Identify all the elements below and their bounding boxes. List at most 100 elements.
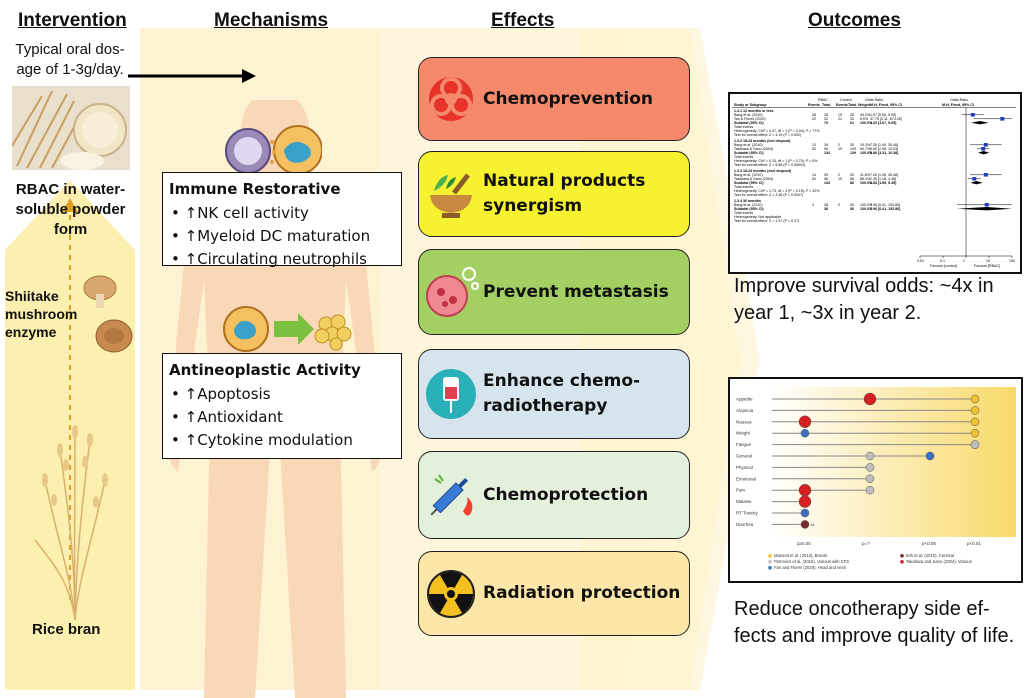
forest-cell: 7.26 [1.49, 35.46] <box>870 143 898 147</box>
immune-restorative-title: Immune Restorative <box>169 180 341 198</box>
chart-legend-entry: Itoh et al. (2015), Cervical <box>906 553 954 558</box>
forest-cell: 21 <box>838 117 842 121</box>
effect-label: Chemoprevention <box>483 88 654 109</box>
antineo-item: ↑Cytokine modulation <box>171 429 401 452</box>
chart-category-label: Fatigue <box>736 442 752 447</box>
header-effects: Effects <box>491 10 555 31</box>
antineo-item: ↑Antioxidant <box>171 406 401 429</box>
forest-point <box>983 173 988 177</box>
dosage-arrow <box>128 69 256 83</box>
chart-point <box>970 428 980 438</box>
forest-subtotal-cell: 2.83 [1.55, 5.35] <box>870 181 896 185</box>
forest-note: Heterogeneity: Not applicable <box>734 215 781 219</box>
side-effects-chart-svg: AppetiteAlopeciaNauseaWeightFatigueGener… <box>736 387 1016 570</box>
chart-point <box>798 495 812 508</box>
chart-point <box>865 474 875 484</box>
forest-note: Total events <box>734 125 753 129</box>
forest-subgroup-title: 1.3.3 18-24 months (excl dropout) <box>734 169 792 173</box>
chart-point <box>970 406 980 415</box>
effect-chemoprevention: Chemoprevention <box>418 57 690 141</box>
forest-subtotal-cell: Subtotal (95% CI) <box>734 207 764 211</box>
forest-cell: 7.96 [0.41, 153.86] <box>870 203 900 207</box>
forest-col-header: M-H, Fixed, 95% CI <box>870 103 902 107</box>
forest-tick-label: 100 <box>1009 259 1015 263</box>
radiation-icon <box>419 564 483 624</box>
chart-point <box>970 394 980 404</box>
chart-x-label: p≥0.05 <box>797 541 811 546</box>
forest-cell: 6.0% <box>860 117 869 121</box>
cancer-cell-icon <box>419 262 483 322</box>
enzyme-text: Shiitake mushroom enzyme <box>5 288 78 340</box>
syringe-icon <box>419 465 483 525</box>
forest-cell: Bang et al. (2010) <box>734 113 763 117</box>
chart-category-label: Appetite <box>736 397 753 402</box>
forest-cell: 52 <box>812 147 816 151</box>
quality-outcome-text: Reduce oncotherapy side ef-fects and imp… <box>734 598 1015 647</box>
forest-note: Test for overall effect: Z = 3.38 (P = 0… <box>734 193 803 197</box>
forest-subtotal-cell: 100.0% <box>860 121 873 125</box>
immune-restorative-box: Immune Restorative ↑NK cell activity ↑My… <box>162 172 402 268</box>
forest-cell: Takahara & Sano (2004) <box>734 147 773 151</box>
forest-subtotal-cell: Subtotal (95% CI) <box>734 181 764 185</box>
forest-subtotal-cell: 134 <box>824 181 830 185</box>
chart-legend-swatch <box>900 560 904 564</box>
forest-cell: Bang et al. (2010) <box>734 203 763 207</box>
chart-category-label: General <box>736 454 752 459</box>
chart-point <box>865 485 875 495</box>
effect-label: Chemoprotection <box>483 484 649 505</box>
chart-point <box>800 428 810 438</box>
forest-tick-label: 0.01 <box>917 259 924 263</box>
forest-cell: 30 <box>850 173 854 177</box>
forest-note: Test for overall effect: Z = 1.37 (P = 0… <box>734 219 799 223</box>
forest-subtotal-cell: 100.0% <box>860 181 873 185</box>
forest-group-header: Odds Ratio <box>950 98 968 102</box>
chart-legend-entry: Masood et al. (2013), Breast <box>774 553 828 558</box>
chart-legend-entry: Takahara and Sano (2004), Various <box>906 559 972 564</box>
chart-point <box>925 451 935 461</box>
effect-label: Enhance chemo-radiotherapy <box>483 371 641 416</box>
forest-cell: 7.26 [1.49, 35.46] <box>870 173 898 177</box>
chart-legend-swatch <box>768 560 772 564</box>
header-outcomes: Outcomes <box>808 10 901 31</box>
forest-cell: 109 <box>850 147 856 151</box>
antineo-item: ↑Apoptosis <box>171 383 401 406</box>
rice-powder-image <box>12 86 130 170</box>
forest-cell: Bang et al. (2010) <box>734 173 763 177</box>
chart-point <box>800 520 810 529</box>
chart-point <box>863 392 877 406</box>
forest-note: Total events <box>734 211 753 215</box>
forest-cell: 39 <box>824 143 828 147</box>
chart-point <box>798 483 812 497</box>
forest-subtotal-cell: 139 <box>850 151 856 155</box>
forest-col-header: Weight <box>858 103 871 107</box>
forest-cell: 52 <box>812 177 816 181</box>
forest-subtotal-cell: 5.86 [3.31, 10.38] <box>870 151 898 155</box>
forest-cell: 19 <box>838 113 842 117</box>
effect-enhance-chemo-radiotherapy: Enhance chemo-radiotherapy <box>418 349 690 439</box>
forest-cell: 30 <box>850 203 854 207</box>
forest-col-header: Events <box>836 103 848 107</box>
forest-cell: Bang et al. (2010) <box>734 143 763 147</box>
header-mechanisms: Mechanisms <box>214 10 329 31</box>
forest-note: Test for overall effect: Z = 3.19 (P = 0… <box>734 133 801 137</box>
shiitake-mushroom-icon <box>83 275 133 353</box>
forest-note: Heterogeneity: Chi² = 4.37, df = 1 (P = … <box>734 129 820 133</box>
forest-axis-label: Favours [control] <box>930 264 957 268</box>
forest-cell: 4 <box>812 203 814 207</box>
forest-subtotal-cell: 4.02 [1.67, 9.65] <box>870 121 896 125</box>
forest-point <box>981 147 986 151</box>
forest-subtotal-cell: 70 <box>824 121 828 125</box>
immune-item: ↑Myeloid DC maturation <box>171 225 401 248</box>
forest-point <box>972 177 977 181</box>
rice-bran-label: Rice bran <box>32 621 101 638</box>
forest-cell: 13 <box>812 173 816 177</box>
effect-label: Prevent metastasis <box>483 281 669 302</box>
forest-cell: 88.4% <box>860 177 871 181</box>
chart-category-label: Pain <box>736 488 746 493</box>
forest-note: Heterogeneity: Chi² = 1.73, df = 1 (P = … <box>734 189 820 193</box>
chart-x-label: p<0.01 <box>967 541 981 546</box>
forest-cell: Tan & Flores (2020) <box>734 117 766 121</box>
biohazard-icon <box>419 69 483 129</box>
forest-subgroup-title: 1.3.4 36 months <box>734 199 761 203</box>
